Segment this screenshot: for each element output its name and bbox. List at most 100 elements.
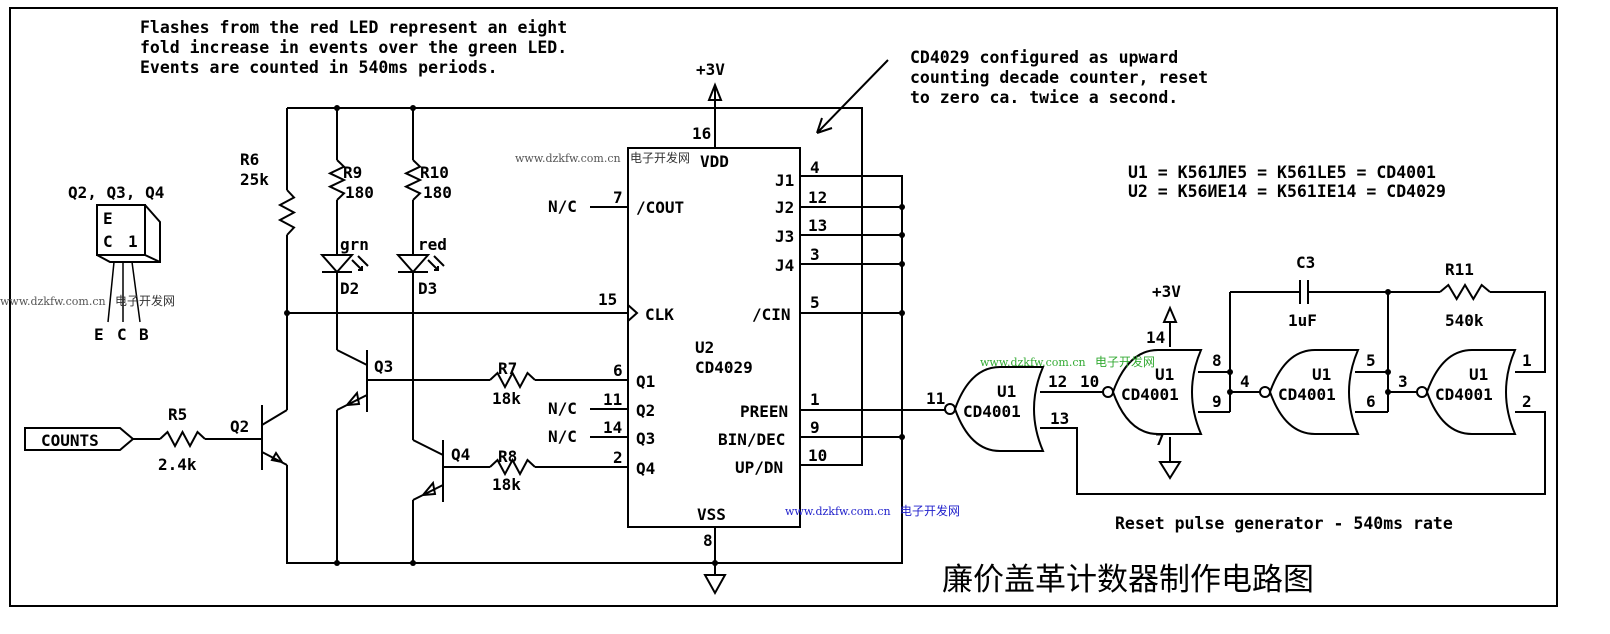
wire	[1040, 291, 1546, 495]
watermark-name: 电子开发网	[115, 293, 175, 308]
c3-value: 1uF	[1288, 311, 1317, 330]
led-d3: red D3	[395, 235, 447, 298]
d2-label: D2	[340, 279, 359, 298]
nor-gate-u1-b: U1 CD4001	[1102, 349, 1203, 435]
pin-label: BIN/DEC	[718, 430, 785, 449]
pin-num: 2	[613, 448, 623, 467]
supply-label: +3V	[1152, 282, 1181, 301]
gate-part: CD4001	[1278, 385, 1336, 404]
transistor-q4: Q4	[412, 439, 470, 502]
led-d2: grn D2	[319, 235, 369, 298]
d3-color: red	[418, 235, 447, 254]
r11-value: 540k	[1445, 311, 1484, 330]
reset-caption: Reset pulse generator - 540ms rate	[1115, 514, 1453, 533]
package-label: Q2, Q3, Q4	[68, 183, 164, 202]
r9-label: R9	[343, 163, 362, 182]
resistor-r6	[277, 189, 297, 236]
supply-arrow-icon	[1162, 305, 1178, 323]
pointer-arrow	[816, 59, 889, 134]
gate-label: U1	[1312, 365, 1331, 384]
resistor-r8	[489, 457, 536, 477]
pin-num: 16	[692, 124, 711, 143]
pin-label: UP/DN	[735, 458, 783, 477]
ground-icon	[703, 574, 727, 596]
watermark-url: www.dzkfw.com.cn	[0, 295, 106, 308]
resistor-r5	[159, 429, 206, 449]
pin-num: 5	[810, 293, 820, 312]
pin-c: C	[103, 232, 113, 251]
watermark-name: 电子开发网	[1095, 354, 1155, 369]
pin-num: 9	[1212, 392, 1222, 411]
pin-num: 5	[1366, 351, 1376, 370]
pin-num: 1	[1522, 351, 1532, 370]
pin-num: 4	[810, 158, 820, 177]
gate-label: U1	[997, 382, 1016, 401]
nc-label: N/C	[548, 427, 577, 446]
pin-label: J1	[775, 171, 794, 190]
r7-label: R7	[498, 359, 517, 378]
lead-e: E	[94, 325, 104, 344]
pin-num: 2	[1522, 392, 1532, 411]
lead-c: C	[117, 325, 127, 344]
pin-num: 1	[810, 390, 820, 409]
pin-num: 6	[613, 361, 623, 380]
note-line: Events are counted in 540ms periods.	[140, 58, 498, 77]
q3-label: Q3	[374, 357, 393, 376]
resistor-r10	[403, 159, 423, 201]
pin-label: Q3	[636, 429, 655, 448]
ic-u2: 16 VDD VSS 8 J1 4 J2 12 J3 13 J4 3 /COUT…	[548, 124, 827, 550]
capacitor-c3: C3 1uF	[1288, 253, 1317, 330]
pin-num: 14	[1146, 328, 1165, 347]
resistor-r11	[1439, 283, 1491, 301]
note-line: counting decade counter, reset	[910, 68, 1208, 87]
ground-icon	[1158, 461, 1182, 480]
d3-label: D3	[418, 279, 437, 298]
pin-label: Q1	[636, 372, 655, 391]
pin-label: J3	[775, 227, 794, 246]
pin-num: 4	[1240, 372, 1250, 391]
gate-label: U1	[1469, 365, 1488, 384]
junction-dots	[1227, 289, 1391, 395]
wire	[133, 85, 945, 575]
pin-num: 11	[603, 390, 622, 409]
pin-label: J4	[775, 256, 794, 275]
junction-dots	[284, 105, 905, 566]
pin-label: CLK	[645, 305, 674, 324]
counts-input-tag: COUNTS	[24, 427, 135, 451]
r10-label: R10	[420, 163, 449, 182]
equivalents-line: U2 = K56ИE14 = K561IE14 = CD4029	[1128, 182, 1446, 201]
pin-label: /COUT	[636, 198, 684, 217]
r6-value: 25k	[240, 170, 269, 189]
r8-label: R8	[498, 447, 517, 466]
pin-1: 1	[128, 232, 138, 251]
pin-num: 11	[926, 389, 945, 408]
pin-label: J2	[775, 198, 794, 217]
nor-gate-u1-a: U1 CD4001	[944, 366, 1045, 452]
gate-part: CD4001	[1435, 385, 1493, 404]
pin-label: VDD	[700, 152, 729, 171]
gate-part: CD4001	[1121, 385, 1179, 404]
watermark-name: 电子开发网	[900, 503, 960, 518]
lead-b: B	[139, 325, 149, 344]
pin-num: 13	[808, 216, 827, 235]
q2-label: Q2	[230, 417, 249, 436]
transistor-q2: Q2	[230, 405, 288, 470]
nc-label: N/C	[548, 399, 577, 418]
r7-value: 18k	[492, 389, 521, 408]
u2-label: U2	[695, 338, 714, 357]
counts-label: COUNTS	[41, 431, 99, 450]
pin-num: 3	[810, 245, 820, 264]
r11-label: R11	[1445, 260, 1474, 279]
watermark-url: www.dzkfw.com.cn	[980, 356, 1086, 369]
pin-label: Q2	[636, 401, 655, 420]
r10-value: 180	[423, 183, 452, 202]
pin-num: 12	[1048, 372, 1067, 391]
note-line: Flashes from the red LED represent an ei…	[140, 18, 567, 37]
pin-num: 3	[1398, 372, 1408, 391]
pin-num: 6	[1366, 392, 1376, 411]
note-line: to zero ca. twice a second.	[910, 88, 1178, 107]
pin-num: 15	[598, 290, 617, 309]
border	[9, 7, 1558, 607]
pin-label: PREEN	[740, 402, 788, 421]
